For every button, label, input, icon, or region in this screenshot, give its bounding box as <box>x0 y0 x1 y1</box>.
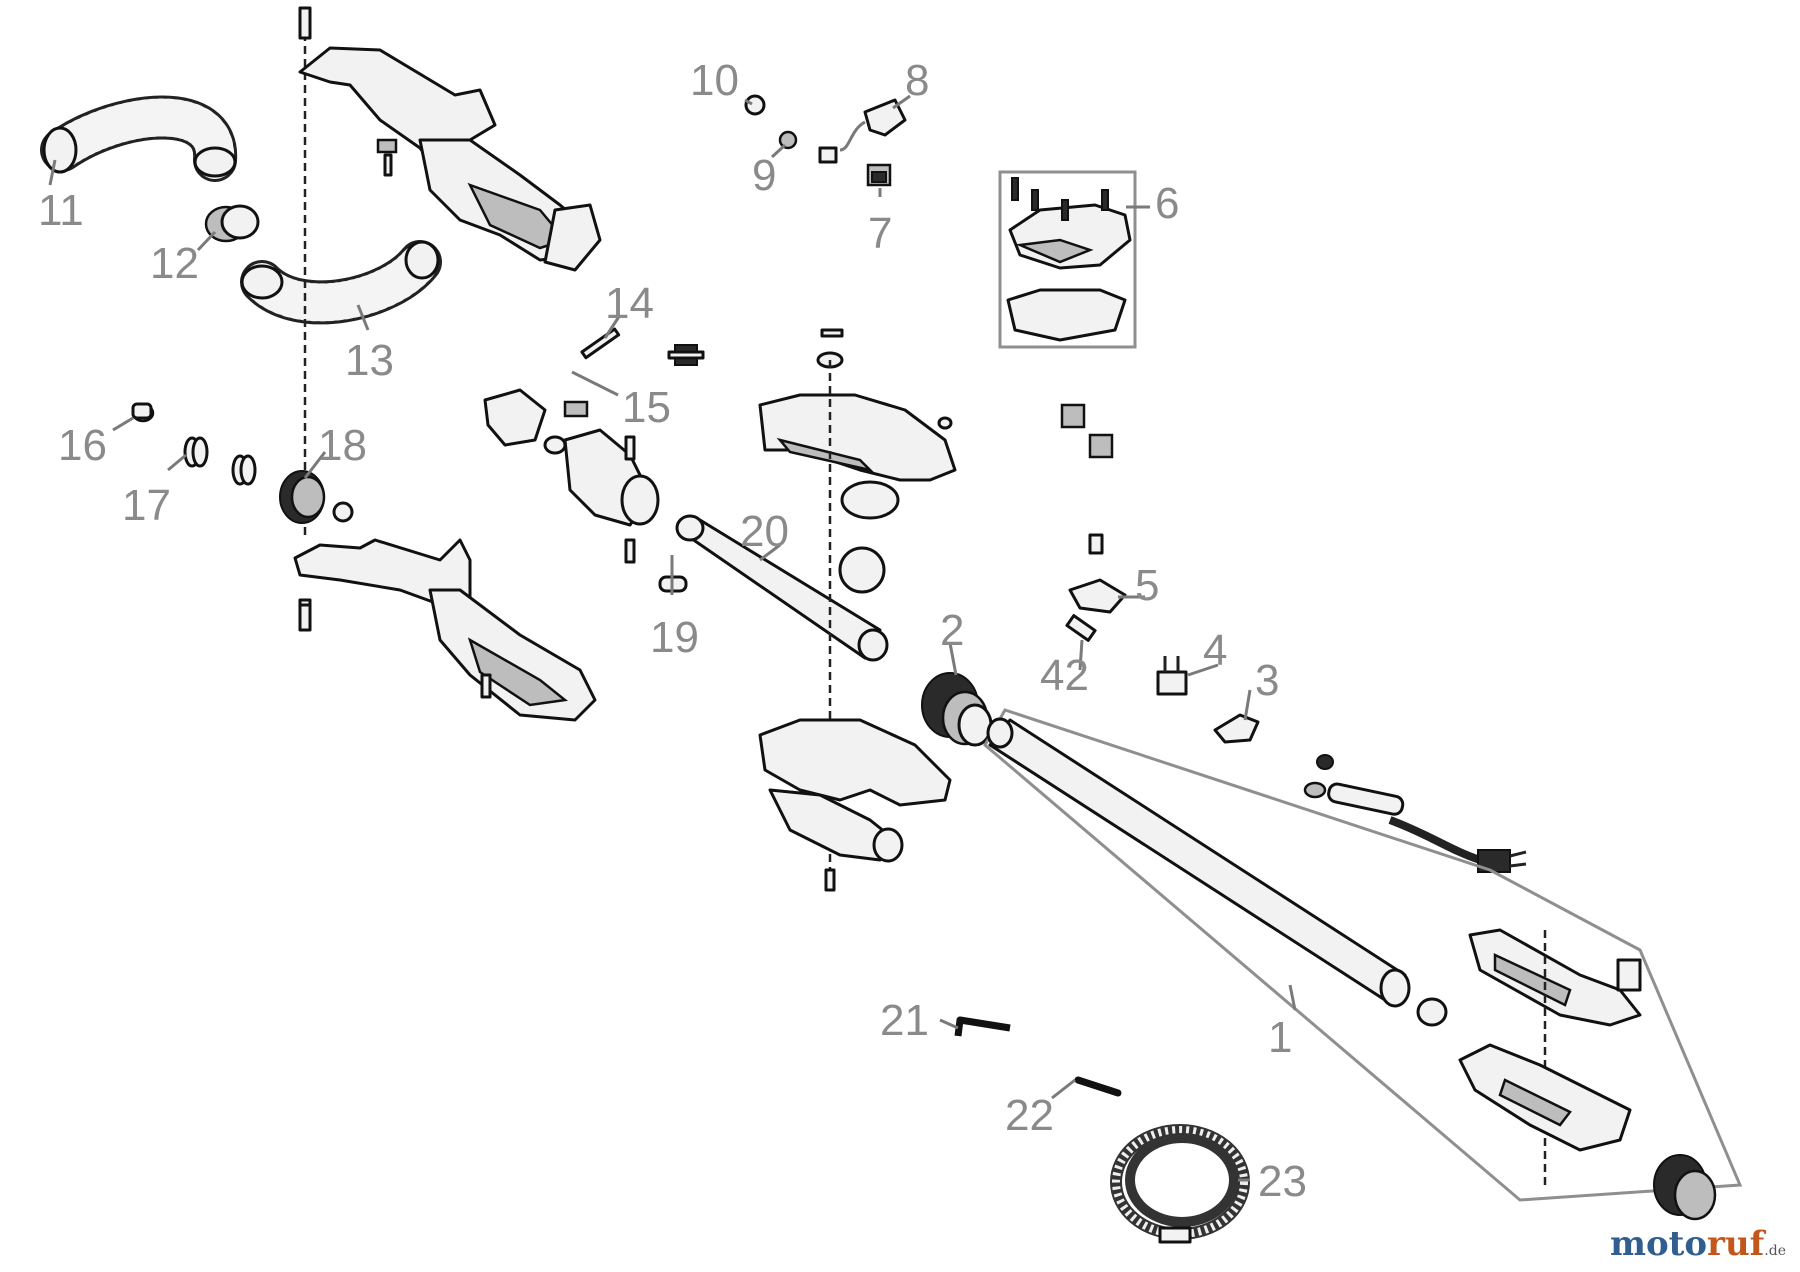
part-3-cable-clamp <box>1213 713 1260 744</box>
callout-11: 11 <box>38 186 84 235</box>
callout-42: 42 <box>1040 651 1089 700</box>
part-1-lower-grip <box>1458 1043 1632 1152</box>
watermark-part1: moto <box>1609 1224 1708 1264</box>
callout-9: 9 <box>752 151 776 200</box>
part-6-handle-cover-set <box>998 170 1137 349</box>
part-15-switch-assembly <box>483 388 589 455</box>
watermark-logo: motoruf.de <box>1610 1224 1786 1264</box>
nozzle-housing <box>563 428 660 564</box>
callout-21: 21 <box>880 996 929 1045</box>
callout-8: 8 <box>905 56 929 105</box>
part-1-upper-grip <box>1468 928 1642 1027</box>
part-8-switch <box>818 98 907 164</box>
callout-16: 16 <box>58 421 107 470</box>
callout-1: 1 <box>1268 1013 1292 1062</box>
screw-top-left <box>298 6 312 40</box>
callout-19: 19 <box>650 613 699 662</box>
small-clips <box>376 138 398 177</box>
callout-12: 12 <box>150 239 199 288</box>
part-1-assembly-outline <box>983 708 1743 1202</box>
part-4-capacitor <box>1156 656 1188 696</box>
lower-handle-housing <box>293 538 597 722</box>
part-17-rings <box>183 436 257 486</box>
callout-17: 17 <box>122 481 171 530</box>
leader-lines <box>48 94 1297 1182</box>
center-lower-housing <box>758 718 952 863</box>
upper-handle-housing <box>298 46 602 272</box>
power-cable <box>1303 754 1527 873</box>
clip-pieces-right <box>1060 403 1114 459</box>
watermark-part3: .de <box>1764 1243 1786 1259</box>
part-16-cap <box>131 402 155 423</box>
part-21-hex-key <box>954 1016 1011 1037</box>
part-11-hose <box>40 95 238 182</box>
callout-15: 15 <box>622 383 671 432</box>
callout-5: 5 <box>1135 561 1159 610</box>
watermark-part2: ruf <box>1707 1224 1765 1264</box>
part-10-ring <box>744 94 766 116</box>
part-5-clamp <box>1068 533 1127 614</box>
part-7-block <box>866 163 892 187</box>
callout-2: 2 <box>940 606 964 655</box>
part-1-nut <box>1653 1154 1717 1221</box>
part-13-hose <box>240 240 442 325</box>
callout-10: 10 <box>690 56 739 105</box>
callout-23: 23 <box>1258 1157 1307 1206</box>
callout-22: 22 <box>1005 1091 1054 1140</box>
part-18-knob <box>279 470 354 524</box>
callout-3: 3 <box>1255 656 1279 705</box>
callout-labels: 11 12 13 14 15 16 17 18 19 20 2 5 42 4 3… <box>38 56 1307 1206</box>
part-42-spacer <box>1065 614 1097 642</box>
part-2-nut <box>921 672 993 747</box>
callout-20: 20 <box>740 507 789 556</box>
part-1-tube <box>986 717 1448 1027</box>
center-upper-housing <box>758 328 957 594</box>
callout-6: 6 <box>1155 179 1179 228</box>
callout-13: 13 <box>345 336 394 385</box>
callout-18: 18 <box>318 421 367 470</box>
part-12-coupling <box>204 204 260 243</box>
callout-4: 4 <box>1203 626 1227 675</box>
part-14-pins <box>580 327 621 360</box>
part-23-coiled-hose <box>1110 1124 1250 1244</box>
callout-7: 7 <box>868 209 892 258</box>
callout-14: 14 <box>605 279 654 328</box>
screw-bottom-center <box>824 868 836 892</box>
part-22-pin <box>1074 1076 1122 1097</box>
connector-small <box>667 344 705 366</box>
